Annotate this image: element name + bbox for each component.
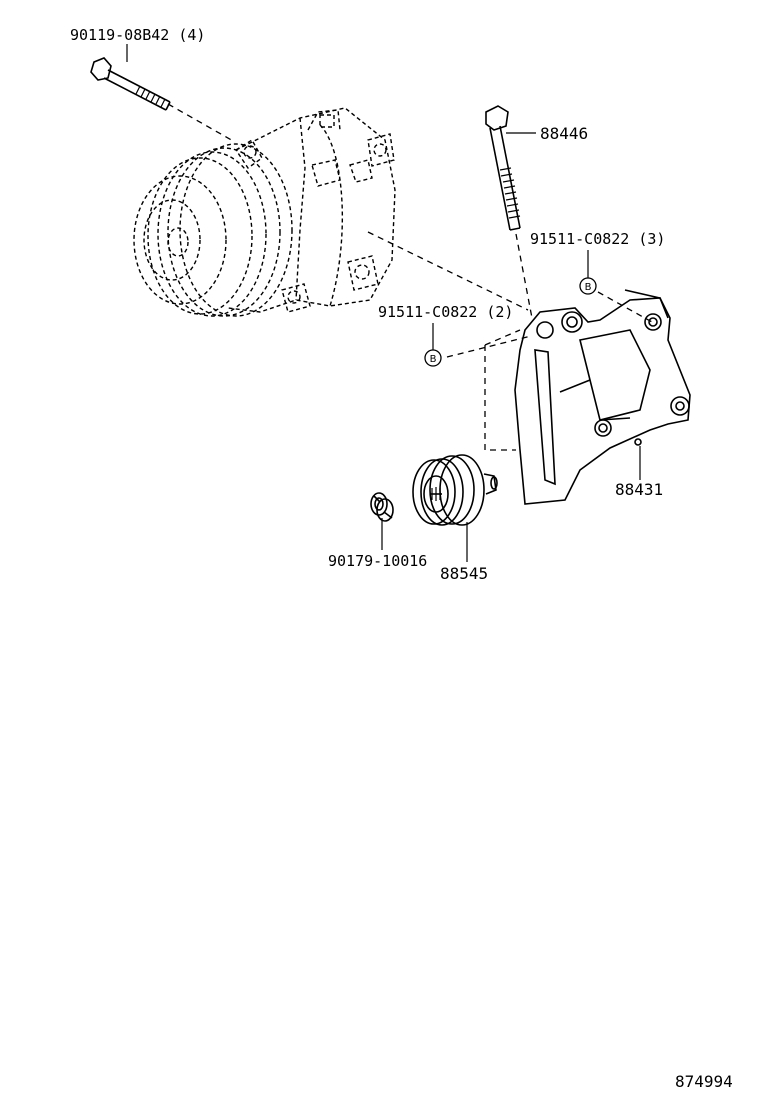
label-bolt-90119-08b42: 90119-08B42 (4) (70, 26, 206, 44)
b-marker-lower-text: B (430, 354, 437, 365)
compressor (133, 107, 396, 317)
leader-lines (126, 44, 641, 562)
alignment-lines (167, 103, 653, 451)
figure-number: 874994 (675, 1072, 733, 1091)
b-marker-upper-text: B (585, 282, 592, 293)
bracket-88431 (514, 289, 691, 505)
collar-90179-10016 (370, 492, 394, 522)
bolt-90119-08b42 (90, 57, 171, 111)
b-marker-upper: B (579, 277, 597, 295)
label-bolt-88446: 88446 (540, 124, 589, 143)
b-marker-lower: B (424, 349, 442, 367)
label-pulley-88545: 88545 (440, 564, 489, 583)
label-bracket-88431: 88431 (615, 480, 664, 499)
label-collar-90179-10016: 90179-10016 (328, 552, 428, 570)
label-bolt-b-lower: 91511-C0822 (2) (378, 303, 514, 321)
bolt-88446 (485, 105, 521, 231)
pulley-88545 (412, 454, 498, 526)
label-bolt-b-upper: 91511-C0822 (3) (530, 230, 666, 248)
